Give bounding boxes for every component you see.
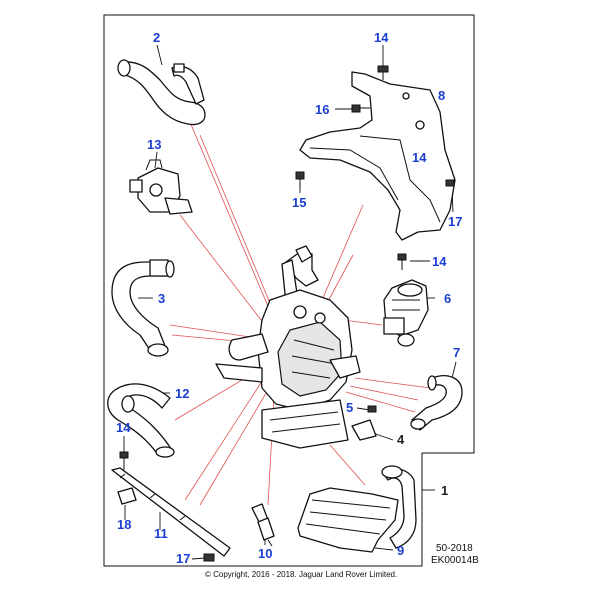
bolt-part-16 <box>351 104 370 113</box>
callout-14-bracket: 14 <box>412 150 427 165</box>
callout-16: 16 <box>315 102 329 117</box>
bolt-part-17-bottom <box>203 553 215 562</box>
hose-part-2 <box>117 59 206 126</box>
callout-1: 1 <box>441 483 448 498</box>
callout-11: 11 <box>154 526 168 541</box>
callout-8: 8 <box>438 88 445 103</box>
bolt-part-14-right <box>397 253 407 270</box>
callout-15: 15 <box>292 195 306 210</box>
callout-5: 5 <box>346 400 353 415</box>
callout-4: 4 <box>397 432 405 447</box>
bolt-part-14-top <box>377 65 389 80</box>
bolt-part-17-right <box>445 179 455 187</box>
hose-part-7 <box>410 375 463 431</box>
callout-18: 18 <box>117 517 131 532</box>
valve-part-13 <box>129 159 193 215</box>
callout-13: 13 <box>147 137 161 152</box>
diagram-frame <box>103 14 475 567</box>
strap-part-11 <box>111 467 231 557</box>
main-heater-assembly <box>215 245 361 449</box>
callout-6: 6 <box>444 291 451 306</box>
callout-10: 10 <box>258 546 272 561</box>
callout-12: 12 <box>175 386 189 401</box>
bracket-part-8 <box>299 71 456 241</box>
clip-part-18 <box>117 487 137 505</box>
bolt-part-5 <box>367 405 377 413</box>
callout-14-top: 14 <box>374 30 389 45</box>
callout-14-right: 14 <box>432 254 447 269</box>
red-leader-lines <box>169 121 431 506</box>
date-code: 50-2018 <box>436 543 473 554</box>
illustration-code: EK00014B <box>431 555 479 566</box>
callout-17-right: 17 <box>448 214 462 229</box>
bolt-part-14-left <box>119 451 129 470</box>
copyright-footer: © Copyright, 2016 - 2018. Jaguar Land Ro… <box>205 570 397 579</box>
callout-2: 2 <box>153 30 160 45</box>
callout-3: 3 <box>158 291 165 306</box>
bracket-part-4 <box>351 419 377 441</box>
bolt-part-15 <box>295 171 305 188</box>
callout-14-left: 14 <box>116 420 131 435</box>
callout-labels: 1 2 3 4 5 6 7 8 9 10 11 12 13 14 14 14 1… <box>116 30 462 566</box>
callout-17-bottom: 17 <box>176 551 190 566</box>
shield-part-9 <box>297 465 417 553</box>
hose-part-12 <box>107 383 175 458</box>
sensor-part-10 <box>251 503 275 547</box>
callout-7: 7 <box>453 345 460 360</box>
pump-part-6 <box>383 279 429 347</box>
hose-part-3 <box>111 259 175 357</box>
callout-9: 9 <box>397 543 404 558</box>
